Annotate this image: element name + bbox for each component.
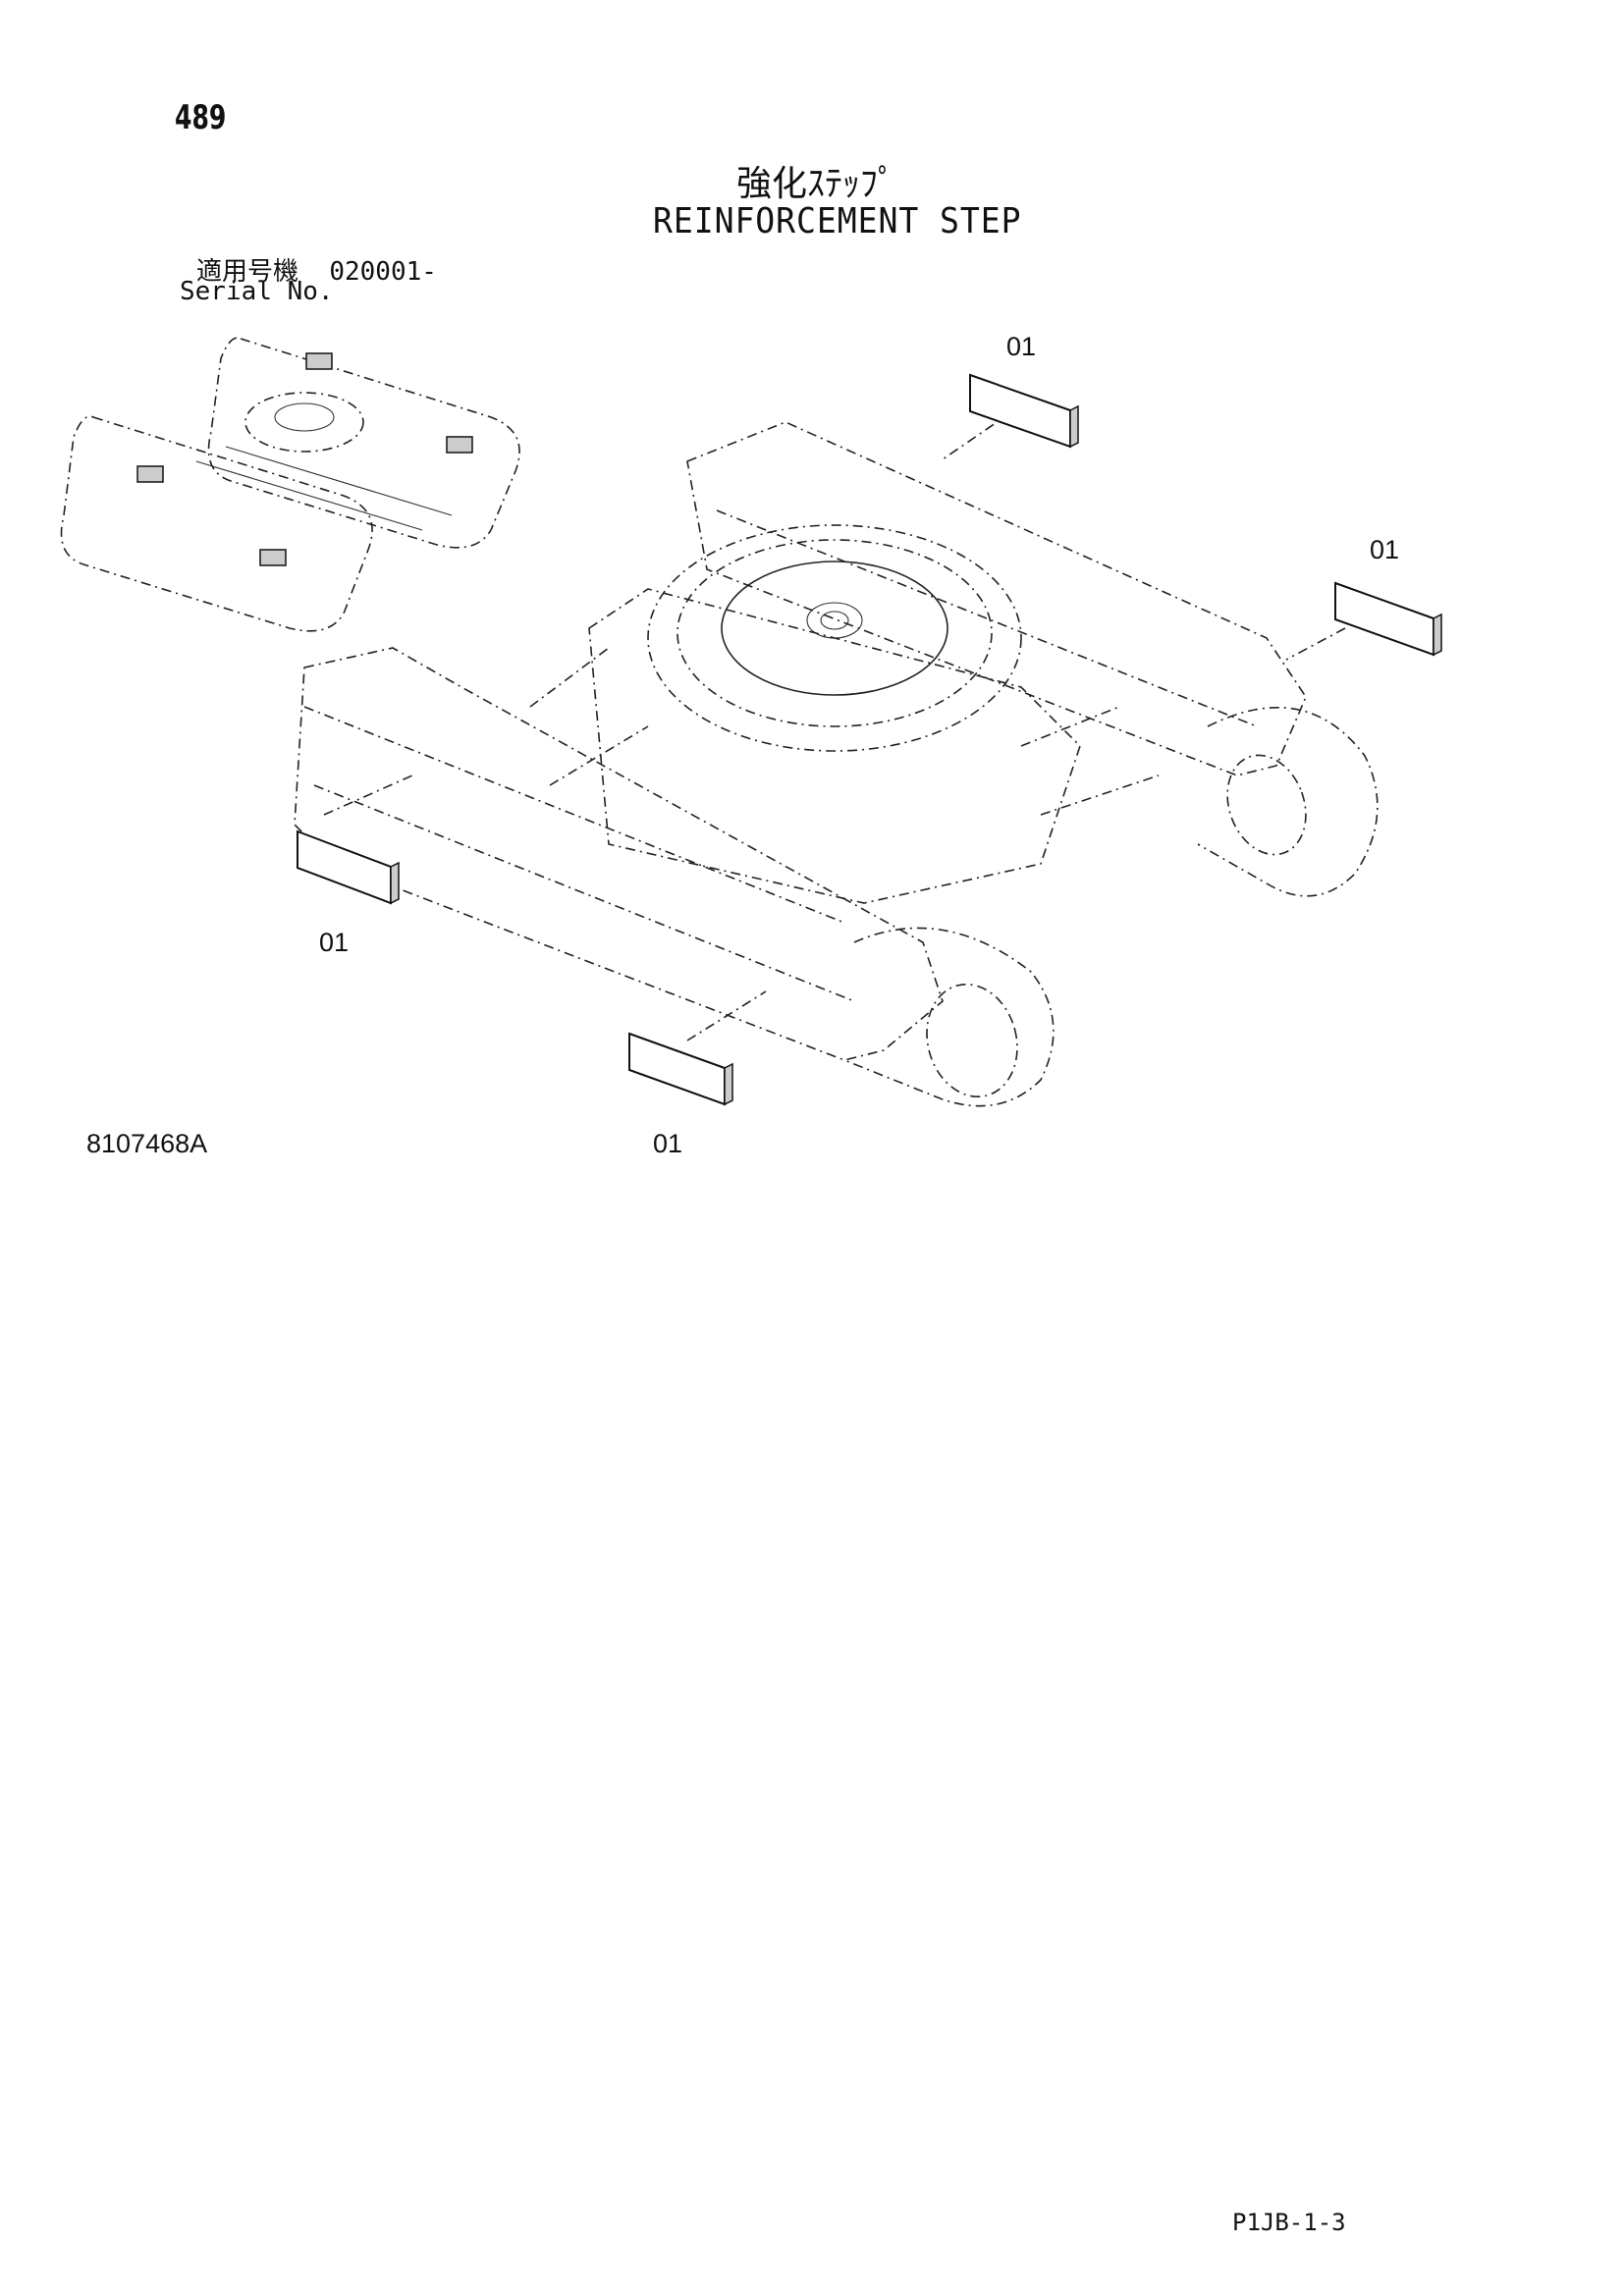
inset-step-1 (305, 352, 333, 370)
inset-step-4 (259, 549, 287, 566)
callout-label-right: 01 (1370, 535, 1400, 564)
serial-label-japanese: 適用号機 (196, 257, 299, 287)
callout-label-left: 01 (319, 928, 350, 957)
serial-value: 020001- (329, 257, 437, 287)
inset-step-2 (446, 436, 473, 454)
serial-applicability: 適用号機 020001- (196, 251, 437, 288)
reinforcement-step-bottom (628, 1032, 733, 1106)
inset-step-3 (136, 465, 164, 483)
page-number: 489 (175, 98, 227, 137)
reinforcement-step-top (969, 373, 1079, 449)
reinforcement-step-right (1334, 581, 1442, 657)
callout-label-top: 01 (1006, 332, 1037, 361)
track-frame-outline (294, 421, 1379, 1107)
leader-lines (323, 411, 1346, 1041)
serial-label-english: Serial No. (180, 277, 334, 306)
catalog-code: P1JB-1-3 (1232, 2209, 1346, 2236)
undercarriage-inset (60, 337, 520, 632)
reinforcement-step-left (297, 829, 400, 905)
drawing-number: 8107468A (86, 1129, 208, 1158)
title-japanese: 強化ｽﾃｯﾌﾟ (736, 164, 896, 204)
callout-label-bottom: 01 (653, 1129, 683, 1158)
title-english: REINFORCEMENT STEP (653, 201, 1022, 241)
